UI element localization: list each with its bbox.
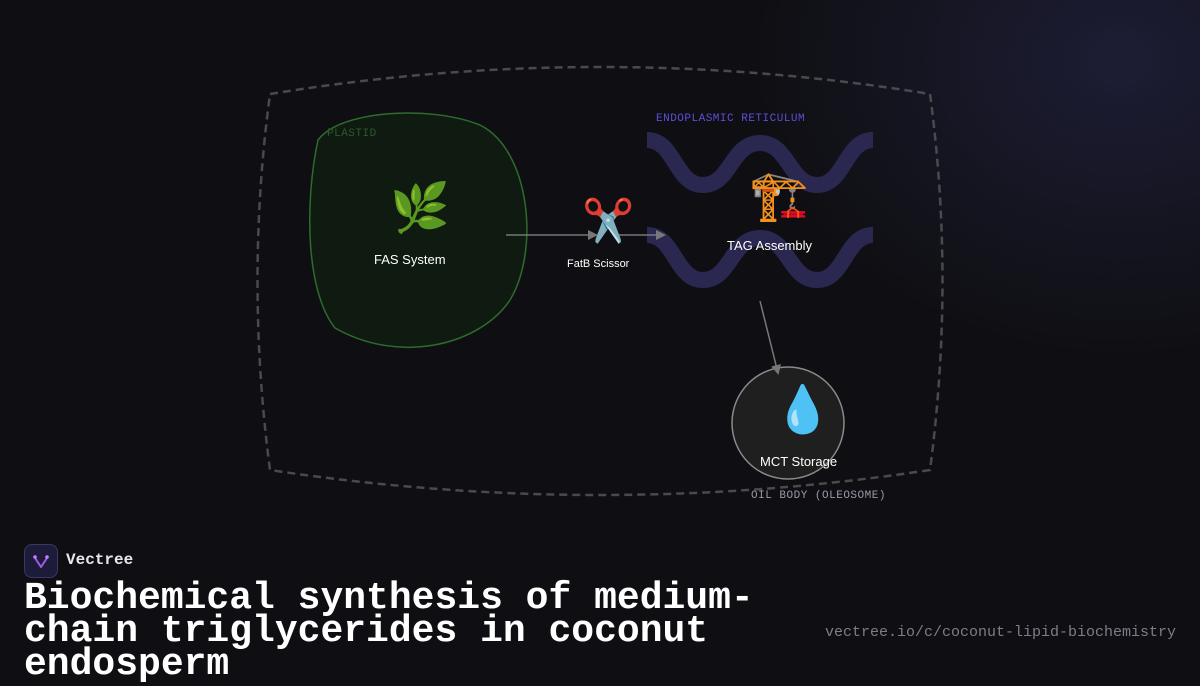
droplet-icon: 💧 [774, 382, 832, 436]
source-url[interactable]: vectree.io/c/coconut-lipid-biochemistry [824, 624, 1176, 641]
vectree-logo [24, 544, 58, 578]
mct-storage-label: MCT Storage [760, 454, 838, 469]
oil-body-compartment [731, 366, 845, 480]
arrow-tag-to-mct [759, 300, 781, 375]
scissors-icon: ✂️ [582, 196, 635, 245]
er-label: ENDOPLASMIC RETICULUM [656, 113, 806, 125]
page-title: Biochemical synthesis of medium-chain tr… [24, 577, 754, 686]
construction-crane-icon: 🏗️ [749, 168, 809, 224]
plastid-compartment [308, 112, 528, 348]
oil-body-label: OIL BODY (OLEOSOME) [751, 490, 886, 502]
fatb-scissor-label: FatB Scissor [567, 258, 630, 270]
er-membrane-bottom [645, 227, 875, 289]
er-membrane-top [645, 132, 875, 194]
vectree-logo-mark-icon [33, 555, 49, 568]
fas-system-label: FAS System [374, 252, 446, 267]
plastid-label: PLASTID [327, 128, 377, 140]
brand-name: Vectree [66, 551, 134, 569]
cell-boundary [256, 65, 944, 497]
herb-icon: 🌿 [390, 180, 450, 236]
tag-assembly-label: TAG Assembly [727, 238, 813, 253]
